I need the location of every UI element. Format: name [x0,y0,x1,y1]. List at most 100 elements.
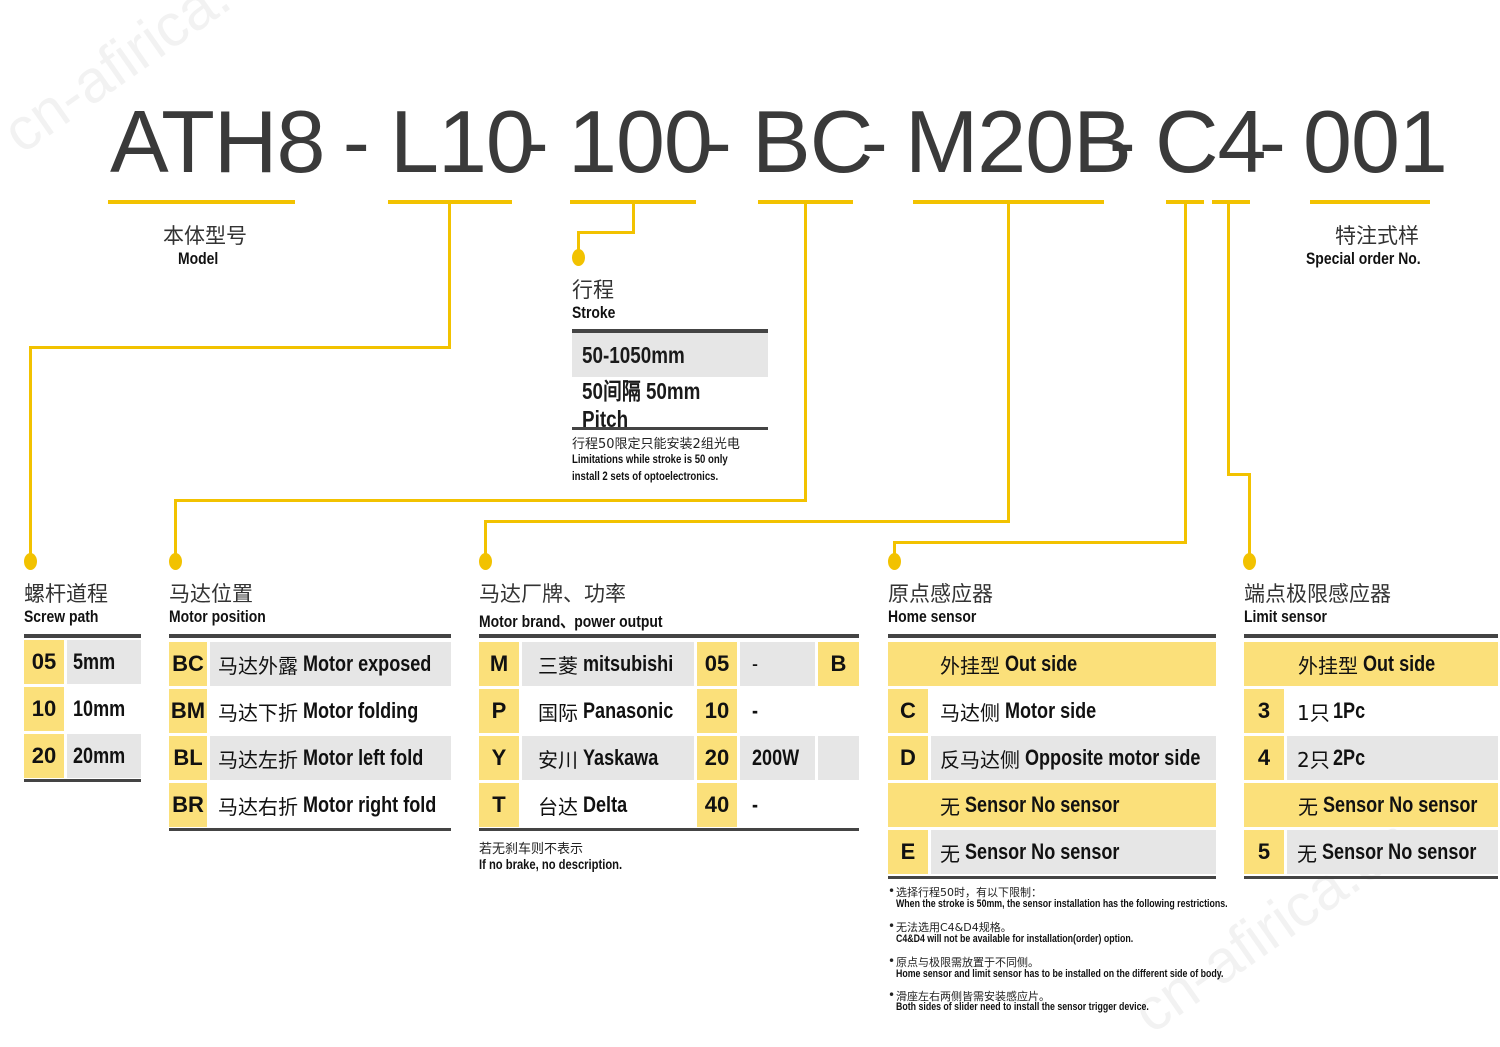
limit-code: 5 [1244,830,1284,874]
screw-value-text: 10mm [73,696,126,721]
code-part-model: ATH8 [110,92,325,191]
connector-stroke [577,231,635,234]
brand-zh: 三菱 [538,653,578,678]
power-value-text: - [752,792,759,817]
home-desc: 无 Sensor No sensor [931,830,1216,874]
brand-code: Y [479,736,519,780]
connector-motor-brand [484,520,1010,523]
brand-en: Delta [583,792,628,817]
model-label-zh: 本体型号 [163,224,247,248]
sensor-note-zh: 原点与极限需放置于不同侧。 [896,956,1039,969]
home-en: Out side [1005,651,1078,676]
limit-row-outside: 外挂型 Out side [1244,642,1498,686]
connector-motor-position [174,499,807,502]
home-zh: 无 [940,841,960,866]
home-zh: 外挂型 [940,653,1000,678]
underline-limit [1212,200,1250,204]
stroke-table: 50-1050mm 50间隔 50mm Pitch [572,329,768,432]
connector-dot [572,249,585,266]
limit-en: Sensor No sensor [1322,839,1477,864]
power-code: 40 [697,783,737,827]
limit-label-en: Limit sensor [1244,607,1327,626]
motorpos-desc: 马达左折 Motor left fold [210,736,451,780]
code-part-screw: L10 [390,92,535,191]
connector-limit [1227,200,1230,476]
code-part-motor-brand: M20B [905,92,1132,191]
motorbrand-label-en: Motor brand、power output [479,612,663,631]
brake-empty [818,736,859,780]
motorpos-code: BR [169,783,207,827]
motorpos-label-zh: 马达位置 [169,582,253,606]
connector-home [1184,200,1187,544]
motorpos-en: Motor right fold [303,792,437,817]
special-label-zh: 特注式样 [1335,224,1419,248]
limit-desc: 无 Sensor No sensor [1287,830,1498,874]
screw-value: 20mm [67,734,141,778]
home-en: Motor side [1005,698,1097,723]
limit-desc: 1只 1Pc [1287,689,1498,733]
connector-dot [1243,553,1256,570]
screw-code: 05 [24,640,64,684]
sensor-note-zh: 滑座左右两侧皆需安装感应片。 [896,990,1050,1003]
motorpos-code: BL [169,736,207,780]
connector-screw [29,346,451,349]
connector-motor-position [174,499,177,559]
power-code: 20 [697,736,737,780]
home-row-nosensor: 无 Sensor No sensor [888,783,1216,827]
stroke-label-zh: 行程 [572,278,614,302]
brand-en: Panasonic [583,698,674,723]
sensor-note-bullet: • [888,954,896,968]
limit-en: Sensor No sensor [1323,792,1478,817]
code-part-stroke: 100 [568,92,713,191]
code-separator: - [705,97,732,186]
power-value: 200W [740,736,815,780]
code-part-special: 001 [1303,92,1448,191]
home-zh: 反马达侧 [940,747,1020,772]
home-table: 外挂型 Out side C 马达侧 Motor side D 反马达侧 Opp… [888,634,1216,879]
screw-code: 10 [24,687,64,731]
stroke-row: 50间隔 50mm Pitch [572,378,768,432]
connector-stroke [577,231,580,253]
code-part-motor-position: BC [752,92,873,191]
home-label-zh: 原点感应器 [888,582,993,606]
sensor-note-bullet: • [888,884,896,898]
brake-note-en: If no brake, no description. [479,856,623,872]
limit-desc: 2只 2Pc [1287,736,1498,780]
home-desc: 反马达侧 Opposite motor side [931,736,1216,780]
power-value: - [740,689,815,733]
stroke-note-en: Limitations while stroke is 50 only [572,452,728,466]
connector-screw [29,346,32,558]
screw-label-zh: 螺杆道程 [24,582,108,606]
power-value: - [740,783,815,827]
connector-motor-position [804,200,807,502]
limit-zh: 1只 [1297,700,1330,725]
motorpos-code: BM [169,689,207,733]
connector-stroke [632,200,635,234]
motorpos-zh: 马达下折 [218,700,298,725]
stroke-note-zh: 行程50限定只能安装2组光电 [572,437,740,452]
limit-en: 2Pc [1332,745,1365,770]
screw-value: 10mm [67,687,141,731]
connector-limit [1227,473,1251,476]
connector-limit [1248,473,1251,558]
power-value: - [740,642,815,686]
stroke-range: 50-1050mm [582,341,685,368]
underline-special [1310,200,1430,204]
limit-en: 1Pc [1332,698,1365,723]
code-separator: - [343,97,370,186]
motorpos-desc: 马达右折 Motor right fold [210,783,451,827]
limit-zh: 无 [1298,794,1318,819]
underline-model [108,200,295,204]
limit-en: Out side [1363,651,1436,676]
code-separator: - [1259,97,1286,186]
motorpos-zh: 马达左折 [218,747,298,772]
code-separator: - [861,97,888,186]
motorpos-en: Motor exposed [303,651,432,676]
brand-zh: 安川 [538,747,578,772]
limit-code: 3 [1244,689,1284,733]
connector-motor-brand [484,520,487,558]
brand-code: T [479,783,519,827]
home-en: Sensor No sensor [965,792,1120,817]
connector-home [893,541,1187,544]
home-row-outside: 外挂型 Out side [888,642,1216,686]
